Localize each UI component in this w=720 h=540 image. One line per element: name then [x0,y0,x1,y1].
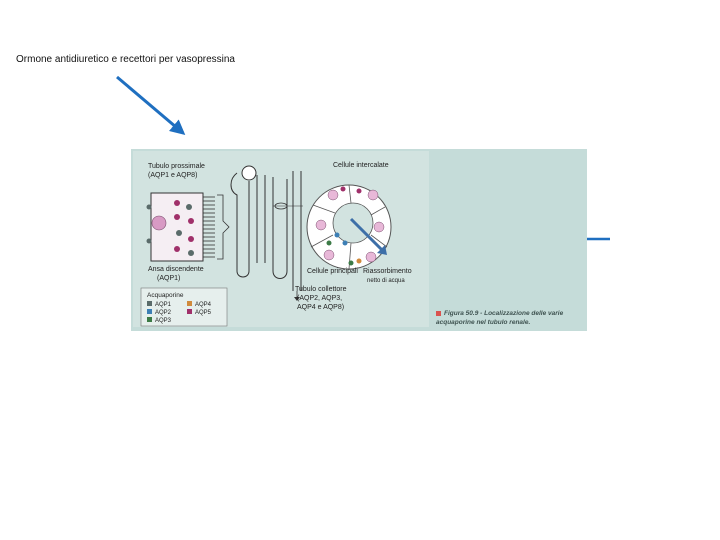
nephron-diagram: Tubulo prossimale (AQP1 e AQP8) Ansa dis… [140,162,412,327]
legend-label-aqp5: AQP5 [195,310,212,316]
label-intercalated: Cellule intercalate [333,162,389,169]
legend-swatch-aqp2 [147,309,152,314]
legend-swatch-aqp3 [147,317,152,322]
reabsorption-arrow-head [377,245,387,255]
duct-cell-nuclei [315,189,385,263]
label-reabsorption-1: Riassorbimento [363,268,412,275]
label-collecting-3: AQP4 e AQP8) [297,304,344,311]
nephron-tubule [230,171,302,291]
diagonal-arrow [116,75,186,135]
label-collecting-1: Tubulo collettore [295,286,347,293]
slide-title: Ormone antidiuretico e recettori per vas… [16,54,235,65]
legend-swatch-aqp1 [147,301,152,306]
figure-caption: Figura 50.9 - Localizzazione delle varie… [436,309,584,331]
cell-dividers [310,184,388,270]
legend-label-aqp4: AQP4 [195,302,212,308]
label-proximal-2: (AQP1 e AQP8) [148,172,197,179]
aqp-dots-proximal [146,200,194,256]
legend-label-aqp2: AQP2 [155,310,172,316]
glomerulus [241,165,257,181]
label-principal: Cellule principali [307,268,358,275]
diagram-panel: Tubulo prossimale (AQP1 e AQP8) Ansa dis… [133,151,429,327]
nucleus [151,215,167,231]
caption-text: - Localizzazione delle varie acquaporine… [436,310,564,326]
reabsorption-arrow [349,217,385,253]
label-proximal-1: Tubulo prossimale [148,163,205,170]
legend-label-aqp1: AQP1 [155,302,172,308]
legend-swatch-aqp5 [187,309,192,314]
label-reabsorption-2: netto di acqua [367,278,405,284]
down-arrow-head [294,297,300,301]
duct-aqp-dots [326,186,362,266]
legend-box [140,287,228,327]
brush-border [203,196,215,258]
aquaporin-figure: Tubulo prossimale (AQP1 e AQP8) Ansa dis… [131,149,587,331]
legend-swatch-aqp4 [187,301,192,306]
label-descending-1: Ansa discendente [148,266,204,273]
label-collecting-2: (AQP2, AQP3, [297,295,342,302]
legend-label-aqp3: AQP3 [155,318,172,324]
legend-title: Acquaporine [147,292,184,299]
bracket [217,194,230,260]
caption-figure-ref: Figura 50.9 [444,310,479,317]
label-descending-2: (AQP1) [157,275,180,282]
caption-bullet-icon [436,310,441,316]
